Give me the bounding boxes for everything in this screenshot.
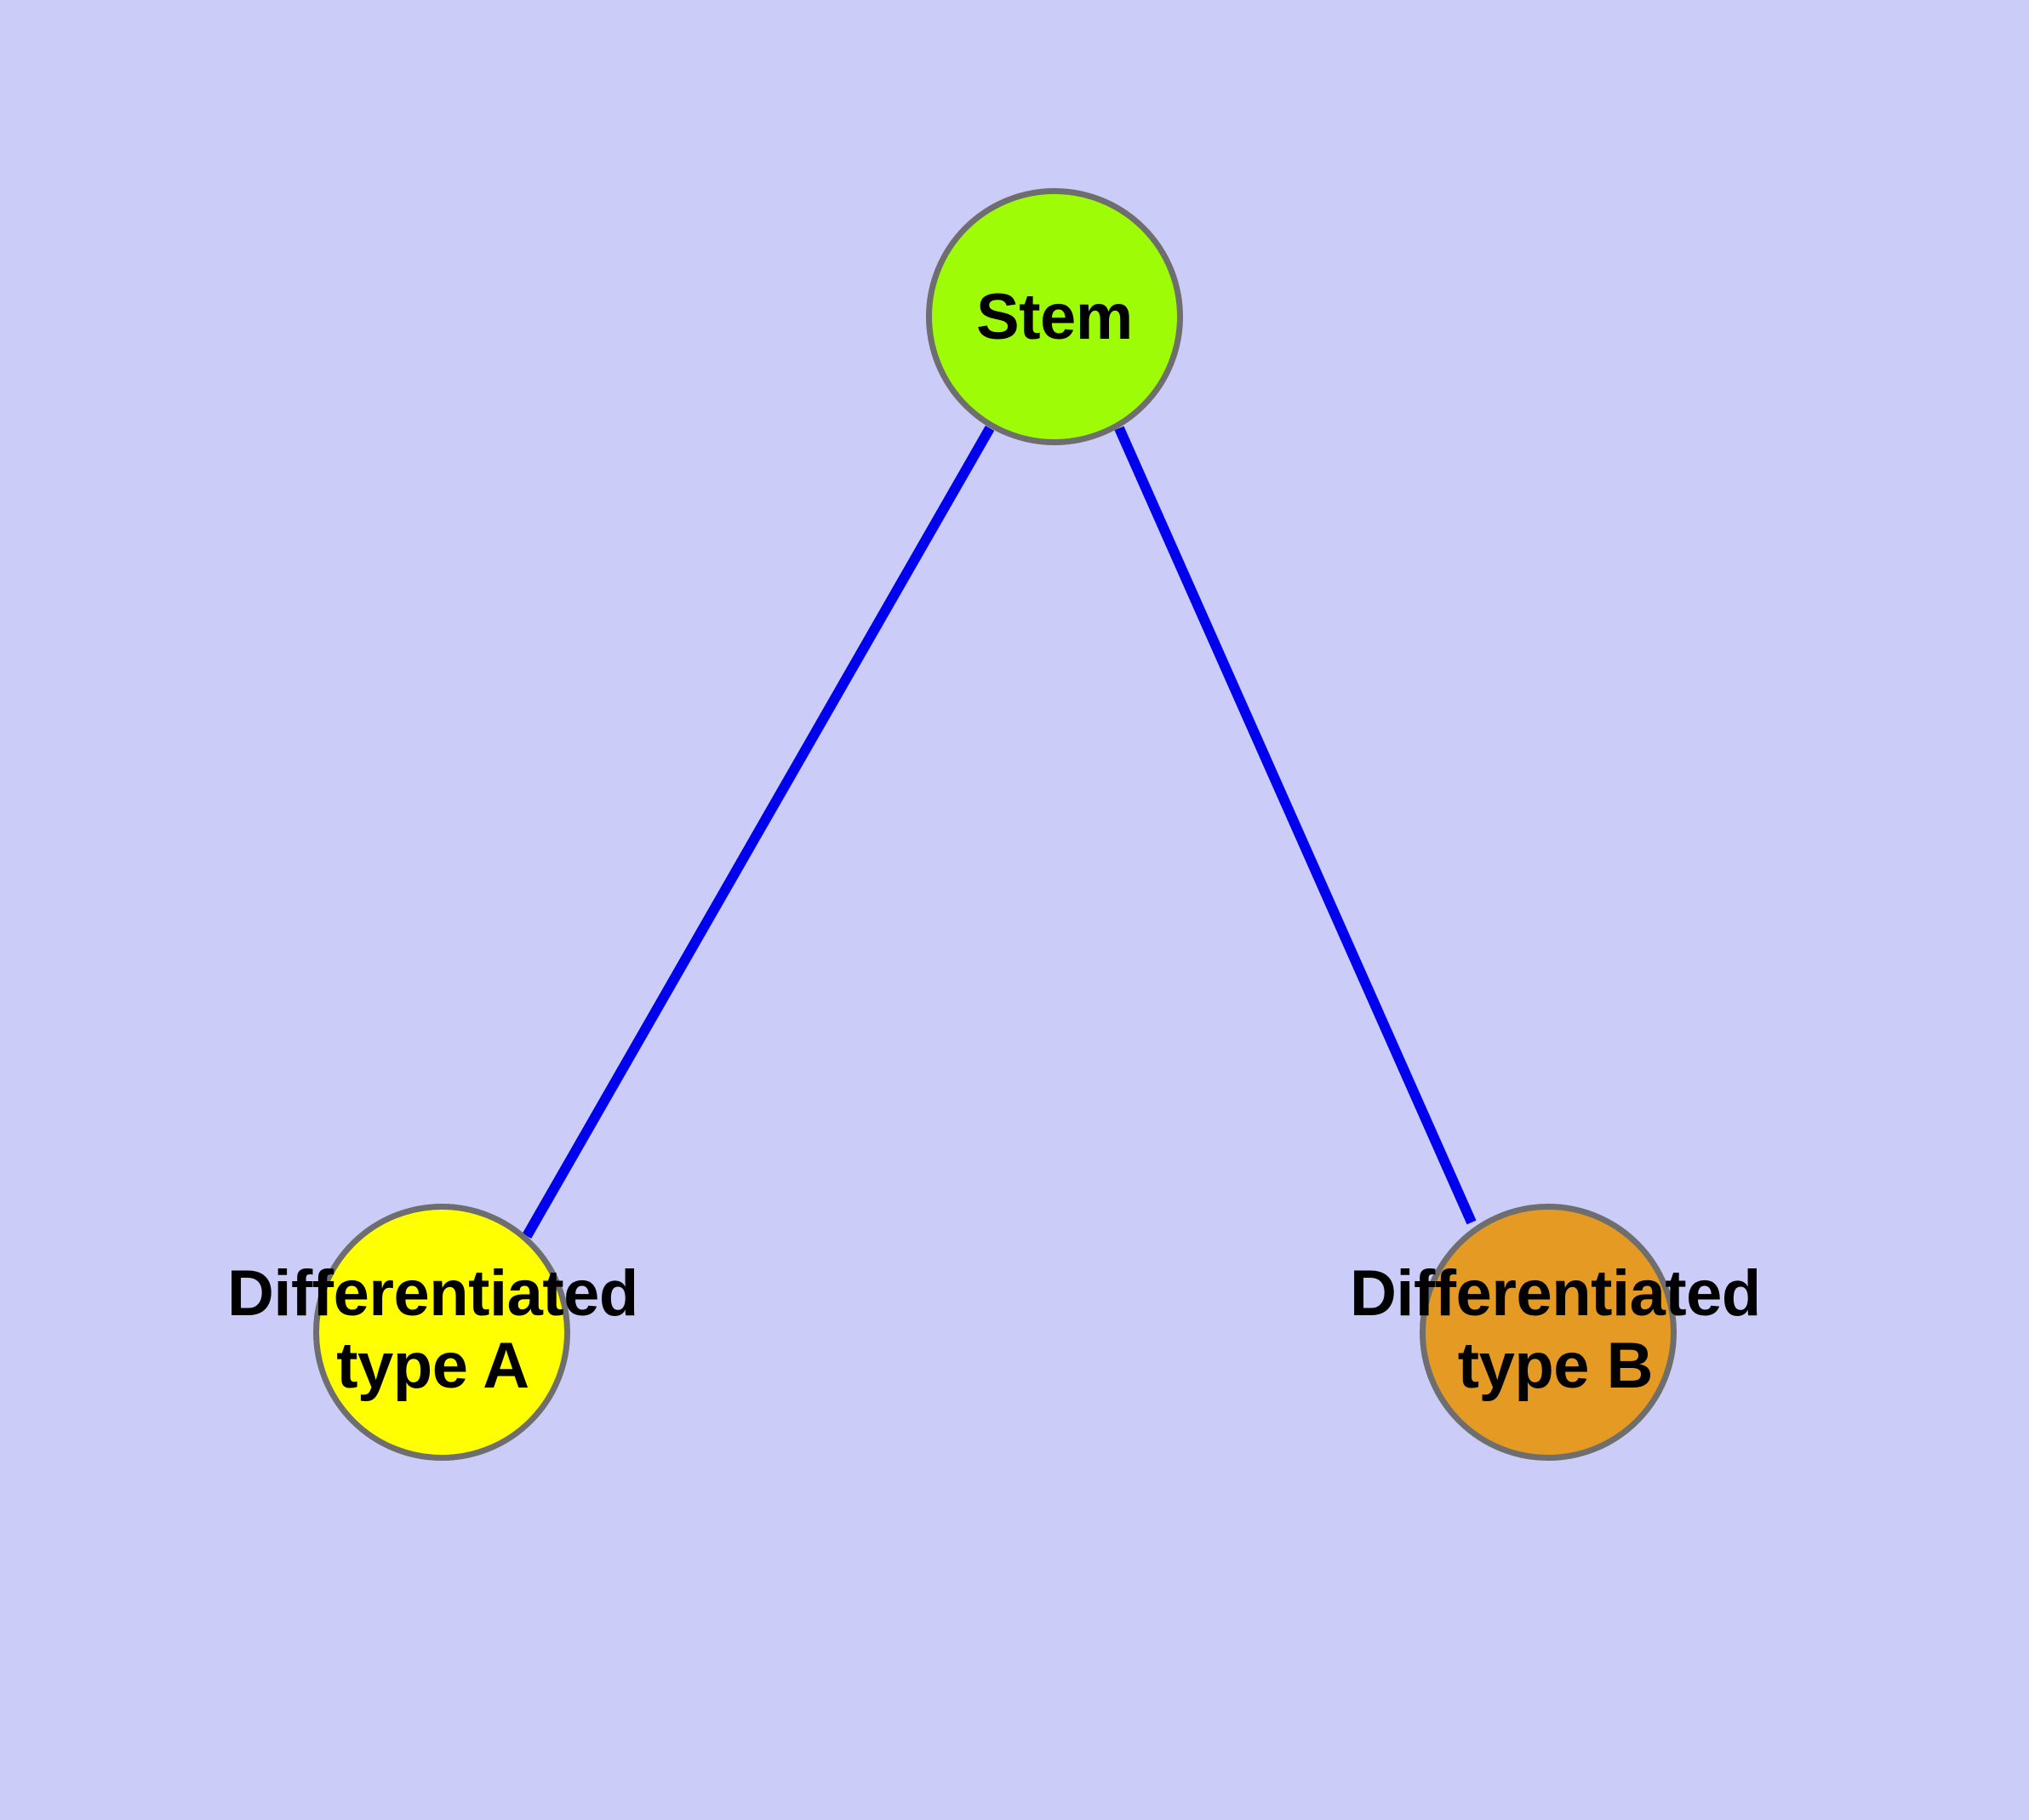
node-stem[interactable] <box>926 188 1183 445</box>
edge-stem-to-diff-a[interactable] <box>522 426 995 1239</box>
node-diff-b[interactable] <box>1420 1204 1677 1461</box>
edge-layer <box>522 426 1477 1239</box>
edge-stem-to-diff-b[interactable] <box>1114 426 1477 1225</box>
node-diff-a[interactable] <box>313 1204 570 1461</box>
node-layer <box>313 188 1677 1461</box>
